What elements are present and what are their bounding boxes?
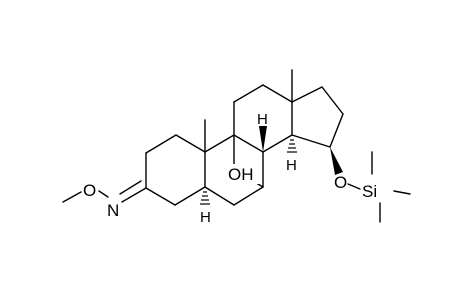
- oxime-nitrogen-label: N: [107, 201, 119, 220]
- bond-lines: [62, 69, 411, 223]
- methoxy-oxygen-label: O: [83, 181, 96, 200]
- h5-label: H: [200, 209, 211, 226]
- atom-labels: O N OH H H H O Si: [83, 111, 377, 226]
- hydroxyl-label: OH: [228, 165, 254, 184]
- wedge-bonds: [259, 126, 343, 175]
- hashed-bonds: [200, 139, 297, 205]
- h8-label: H: [257, 111, 268, 128]
- silyl-ether-oxygen-label: O: [334, 173, 347, 192]
- h14-label: H: [286, 157, 297, 174]
- silicon-label: Si: [362, 182, 377, 201]
